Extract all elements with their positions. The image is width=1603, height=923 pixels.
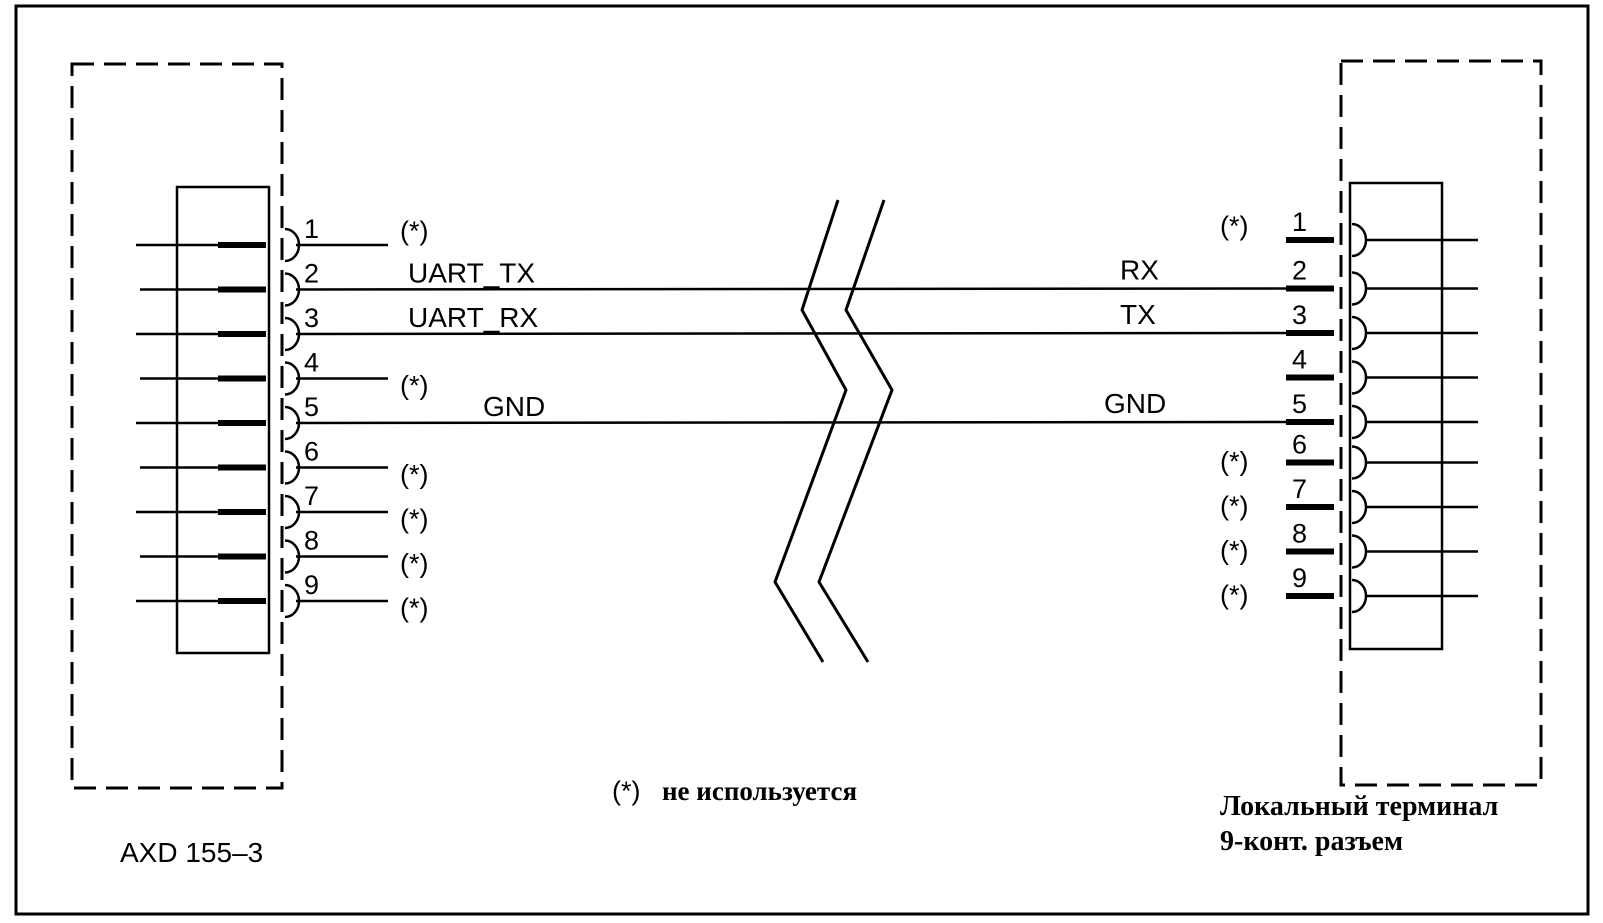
right-pin-socket-arc (1351, 271, 1368, 306)
left-signal-label: UART_RX (408, 302, 539, 333)
left-pin-unused-mark: (*) (400, 593, 429, 623)
left-pin-number: 8 (304, 526, 319, 556)
left-connector-pins: 1 (*) 2 UART_TX 3 UART_RX 4 (*) 5 GND 6 (*) 7 (*) 8 (*)… (136, 214, 545, 623)
left-device-label: AXD 155–3 (120, 837, 263, 868)
wire (295, 420, 1287, 425)
right-pin-socket-arc (1351, 445, 1368, 480)
left-pin-unused-mark: (*) (400, 549, 429, 579)
right-pin-socket-arc (1351, 534, 1368, 569)
right-pin-unused-mark: (*) (1220, 536, 1249, 566)
right-pin-unused-mark: (*) (1220, 580, 1249, 610)
right-pin-number: 2 (1292, 256, 1307, 286)
cable-break-line-left (773, 199, 848, 663)
right-pin-number: 3 (1292, 300, 1307, 330)
right-device: 1 (*) 2 RX 3 TX 4 5 GND 6 (*) 7 (*) 8 (*) 9 (*) Локальны… (1104, 59, 1543, 857)
right-pin-number: 5 (1292, 389, 1307, 419)
right-pin-unused-mark: (*) (1220, 491, 1249, 521)
right-pin-unused-mark: (*) (1220, 211, 1249, 241)
wire (295, 331, 1287, 336)
left-connector-body (175, 185, 271, 655)
left-pin-number: 9 (304, 570, 319, 600)
outer-frame (14, 4, 1590, 916)
right-pin-unused-mark: (*) (1220, 447, 1249, 477)
left-pin-number: 4 (304, 348, 319, 378)
legend-text: не используется (662, 776, 857, 806)
left-device-dashed-boundary (70, 62, 284, 790)
right-pin-number: 6 (1292, 430, 1307, 460)
left-signal-label: GND (483, 391, 545, 422)
right-pin-socket-arc (1351, 222, 1368, 258)
left-pin-unused-mark: (*) (400, 216, 429, 246)
left-pin-number: 5 (304, 392, 319, 422)
right-device-dashed-boundary (1339, 59, 1543, 787)
right-pin-socket-arc (1351, 489, 1368, 525)
left-pin-number: 6 (304, 437, 319, 467)
right-signal-label: GND (1104, 388, 1166, 419)
left-pin-number: 2 (304, 259, 319, 289)
legend: (*) не используется (612, 776, 857, 806)
right-pin-number: 7 (1292, 474, 1307, 504)
right-signal-label: RX (1120, 255, 1159, 286)
right-pin-socket-arc (1351, 315, 1368, 351)
right-device-label-line1: Локальный терминал (1220, 791, 1498, 822)
right-pin-number: 8 (1292, 519, 1307, 549)
left-device: 1 (*) 2 UART_TX 3 UART_RX 4 (*) 5 GND 6 (*) 7 (*) 8 (*)… (70, 62, 545, 868)
left-pin-number: 1 (304, 214, 319, 244)
right-pin-socket-arc (1351, 404, 1368, 440)
left-pin-number: 3 (304, 303, 319, 333)
right-connector-pins: 1 (*) 2 RX 3 TX 4 5 GND 6 (*) 7 (*) 8 (*) 9 (*) (1104, 207, 1478, 614)
right-pin-number: 4 (1292, 345, 1307, 375)
cable-break-symbol (773, 199, 894, 663)
wire (295, 287, 1287, 291)
right-pin-socket-arc (1351, 360, 1368, 395)
right-signal-label: TX (1120, 299, 1156, 330)
right-pin-number: 1 (1292, 207, 1307, 237)
left-pin-number: 7 (304, 481, 319, 511)
right-pin-number: 9 (1292, 563, 1307, 593)
left-pin-unused-mark: (*) (400, 371, 429, 401)
connection-wires (295, 287, 1287, 425)
right-pin-socket-arc (1351, 578, 1368, 614)
cable-break-line-right (817, 199, 894, 663)
left-signal-label: UART_TX (408, 258, 535, 289)
legend-mark: (*) (612, 776, 641, 806)
right-connector-body (1348, 181, 1444, 651)
left-pin-unused-mark: (*) (400, 460, 429, 490)
left-pin-unused-mark: (*) (400, 504, 429, 534)
right-device-label-line2: 9-конт. разъем (1220, 826, 1403, 857)
